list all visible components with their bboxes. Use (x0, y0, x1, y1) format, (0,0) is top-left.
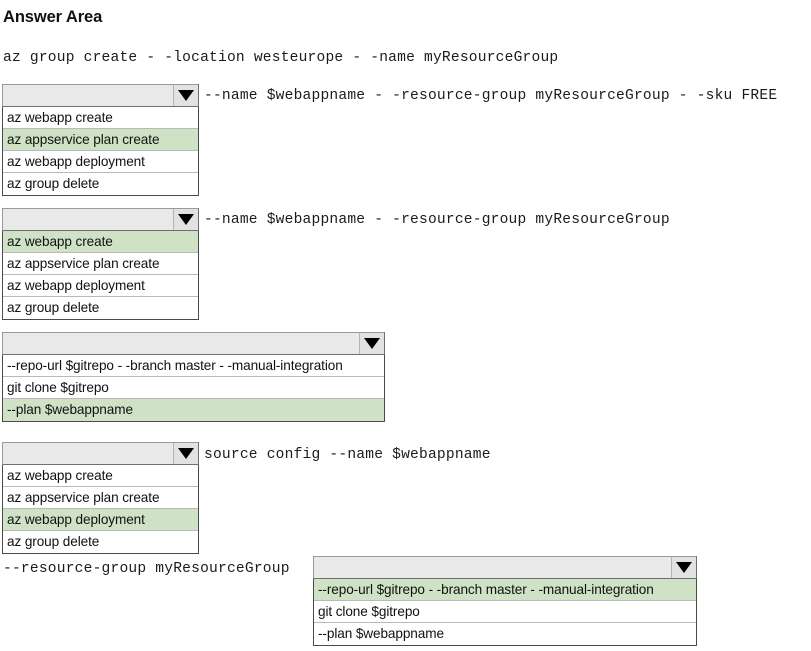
dropdown-5-option-1[interactable]: git clone $gitrepo (314, 601, 696, 623)
dropdown-3[interactable]: --repo-url $gitrepo - -branch master - -… (2, 332, 385, 422)
dropdown-2[interactable]: az webapp create az appservice plan crea… (2, 208, 199, 320)
dropdown-4-option-0[interactable]: az webapp create (3, 465, 198, 487)
dropdown-4-closed-box[interactable] (2, 442, 199, 465)
dropdown-1[interactable]: az webapp create az appservice plan crea… (2, 84, 199, 196)
dropdown-2-option-3[interactable]: az group delete (3, 297, 198, 319)
dropdown-2-option-list[interactable]: az webapp create az appservice plan crea… (2, 231, 199, 320)
dropdown-2-option-1[interactable]: az appservice plan create (3, 253, 198, 275)
dropdown-2-closed-box[interactable] (2, 208, 199, 231)
dropdown-1-option-0[interactable]: az webapp create (3, 107, 198, 129)
dropdown-3-chevron-down-icon[interactable] (359, 333, 384, 354)
page-title: Answer Area (3, 8, 103, 26)
command-line-5: --resource-group myResourceGroup (3, 561, 290, 577)
command-line-4: source config --name $webappname (204, 447, 491, 463)
chevron-down-icon (676, 562, 692, 573)
dropdown-3-value (3, 333, 359, 354)
chevron-down-icon (178, 90, 194, 101)
dropdown-3-option-1[interactable]: git clone $gitrepo (3, 377, 384, 399)
dropdown-2-chevron-down-icon[interactable] (173, 209, 198, 230)
dropdown-4-option-3[interactable]: az group delete (3, 531, 198, 553)
dropdown-4-option-1[interactable]: az appservice plan create (3, 487, 198, 509)
dropdown-5-option-2[interactable]: --plan $webappname (314, 623, 696, 645)
dropdown-1-option-1[interactable]: az appservice plan create (3, 129, 198, 151)
dropdown-1-closed-box[interactable] (2, 84, 199, 107)
dropdown-2-option-2[interactable]: az webapp deployment (3, 275, 198, 297)
dropdown-5-chevron-down-icon[interactable] (671, 557, 696, 578)
dropdown-4[interactable]: az webapp create az appservice plan crea… (2, 442, 199, 554)
command-line-1: az group create - -location westeurope -… (3, 50, 559, 66)
dropdown-4-option-2[interactable]: az webapp deployment (3, 509, 198, 531)
dropdown-1-option-3[interactable]: az group delete (3, 173, 198, 195)
dropdown-4-chevron-down-icon[interactable] (173, 443, 198, 464)
dropdown-4-value (3, 443, 173, 464)
command-line-2: --name $webappname - -resource-group myR… (204, 88, 778, 104)
dropdown-1-option-2[interactable]: az webapp deployment (3, 151, 198, 173)
dropdown-3-option-2[interactable]: --plan $webappname (3, 399, 384, 421)
dropdown-5-closed-box[interactable] (313, 556, 697, 579)
dropdown-2-option-0[interactable]: az webapp create (3, 231, 198, 253)
chevron-down-icon (364, 338, 380, 349)
dropdown-5[interactable]: --repo-url $gitrepo - -branch master - -… (313, 556, 697, 646)
dropdown-3-closed-box[interactable] (2, 332, 385, 355)
dropdown-1-chevron-down-icon[interactable] (173, 85, 198, 106)
dropdown-3-option-0[interactable]: --repo-url $gitrepo - -branch master - -… (3, 355, 384, 377)
dropdown-5-option-0[interactable]: --repo-url $gitrepo - -branch master - -… (314, 579, 696, 601)
command-line-3: --name $webappname - -resource-group myR… (204, 212, 670, 228)
chevron-down-icon (178, 448, 194, 459)
dropdown-3-option-list[interactable]: --repo-url $gitrepo - -branch master - -… (2, 355, 385, 422)
dropdown-1-value (3, 85, 173, 106)
dropdown-1-option-list[interactable]: az webapp create az appservice plan crea… (2, 107, 199, 196)
dropdown-5-value (314, 557, 671, 578)
chevron-down-icon (178, 214, 194, 225)
dropdown-4-option-list[interactable]: az webapp create az appservice plan crea… (2, 465, 199, 554)
dropdown-5-option-list[interactable]: --repo-url $gitrepo - -branch master - -… (313, 579, 697, 646)
dropdown-2-value (3, 209, 173, 230)
